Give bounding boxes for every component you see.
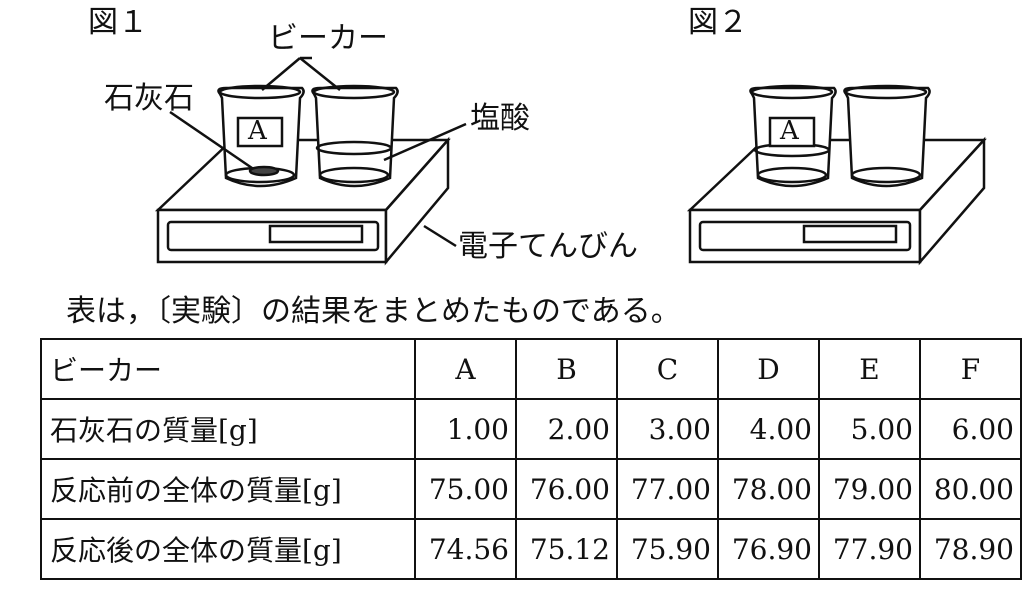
table-cell: 79.00 <box>818 458 921 520</box>
table-cell: 77.00 <box>616 458 719 520</box>
beaker-a-tag-fig2: A <box>780 116 799 146</box>
table-row: 反応後の全体の質量[g] 74.56 75.12 75.90 76.90 77.… <box>40 518 1022 580</box>
limestone-pieces <box>248 165 280 177</box>
column-header: A <box>414 338 517 400</box>
column-header: C <box>616 338 719 400</box>
hcl-label: 塩酸 <box>470 101 530 136</box>
table-row: 反応前の全体の質量[g] 75.00 76.00 77.00 78.00 79.… <box>40 458 1022 520</box>
column-header: F <box>919 338 1022 400</box>
beaker-empty-fig2 <box>843 84 931 188</box>
limestone-leader <box>169 110 253 170</box>
beaker-a-fig1 <box>217 84 305 188</box>
table-cell: 74.56 <box>414 518 517 580</box>
figure1-illustration <box>154 56 467 266</box>
beaker-a-fig2 <box>749 84 837 188</box>
beaker-a-tag-fig1: A <box>248 116 267 146</box>
hcl-leader <box>383 122 467 162</box>
beaker-label: ビーカー <box>268 21 388 56</box>
table-cell: 3.00 <box>616 398 719 460</box>
table-cell: 6.00 <box>919 398 1022 460</box>
header-beaker-label: ビーカー <box>40 338 416 400</box>
beaker-leader-1 <box>261 57 301 91</box>
table-cell: 1.00 <box>414 398 517 460</box>
table-cell: 78.90 <box>919 518 1022 580</box>
figure2-illustration <box>686 84 987 266</box>
limestone-label: 石灰石 <box>104 81 194 116</box>
table-header-row: ビーカー A B C D E F <box>40 338 1022 400</box>
row-label: 石灰石の質量[g] <box>40 398 416 460</box>
table-row: 石灰石の質量[g] 1.00 2.00 3.00 4.00 5.00 6.00 <box>40 398 1022 460</box>
row-label: 反応後の全体の質量[g] <box>40 518 416 580</box>
figure2-label: 図２ <box>688 5 748 40</box>
table-caption: 表は，〔実験〕の結果をまとめたものである。 <box>66 294 681 329</box>
column-header: D <box>717 338 820 400</box>
table-cell: 2.00 <box>515 398 618 460</box>
table-cell: 5.00 <box>818 398 921 460</box>
table-cell: 76.90 <box>717 518 820 580</box>
table-cell: 78.00 <box>717 458 820 520</box>
table-cell: 75.12 <box>515 518 618 580</box>
results-table: ビーカー A B C D E F 石灰石の質量[g] 1.00 2.00 3.0… <box>40 338 1022 580</box>
column-header: B <box>515 338 618 400</box>
figure1-label: 図１ <box>88 5 148 40</box>
table-cell: 80.00 <box>919 458 1022 520</box>
row-label: 反応前の全体の質量[g] <box>40 458 416 520</box>
column-header: E <box>818 338 921 400</box>
electronic-balance-2 <box>686 136 987 266</box>
beaker-hcl-fig1 <box>311 84 399 188</box>
balance-leader <box>423 224 457 248</box>
balance-label: 電子てんびん <box>458 229 638 264</box>
table-cell: 76.00 <box>515 458 618 520</box>
table-cell: 75.90 <box>616 518 719 580</box>
table-cell: 4.00 <box>717 398 820 460</box>
table-cell: 75.00 <box>414 458 517 520</box>
table-cell: 77.90 <box>818 518 921 580</box>
beaker-leader-2 <box>299 57 341 91</box>
